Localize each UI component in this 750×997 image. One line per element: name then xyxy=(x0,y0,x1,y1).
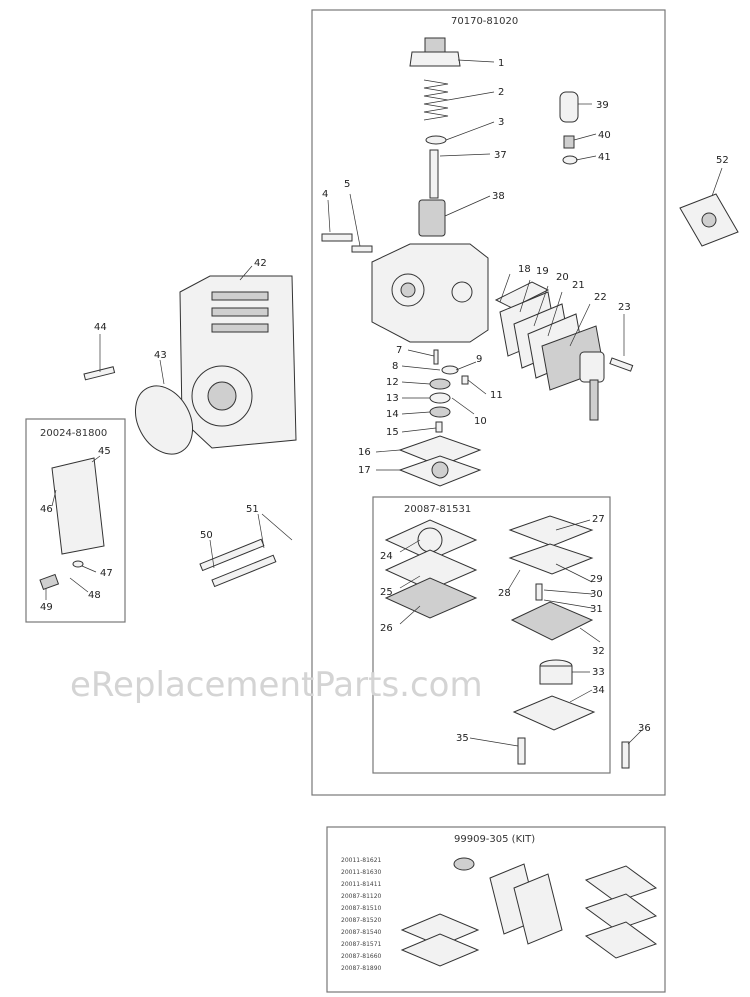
callout-26: 26 xyxy=(380,623,393,634)
kit-part-number: 20087-81510 xyxy=(341,905,382,912)
callout-46: 46 xyxy=(40,504,53,515)
air-filter-label: 20024-81800 xyxy=(40,428,107,439)
callout-25: 25 xyxy=(380,587,393,598)
callout-20: 20 xyxy=(556,272,569,283)
callout-50: 50 xyxy=(200,530,213,541)
main-assembly-frame xyxy=(311,9,666,796)
callout-45: 45 xyxy=(98,446,111,457)
callout-13: 13 xyxy=(386,393,399,404)
callout-40: 40 xyxy=(598,130,611,141)
callout-32: 32 xyxy=(592,646,605,657)
main-assembly-label: 70170-81020 xyxy=(451,16,518,27)
callout-38: 38 xyxy=(492,191,505,202)
callout-numbers: 1 2 3 37 38 4 5 18 19 20 21 22 23 7 8 9 … xyxy=(40,58,729,744)
callout-30: 30 xyxy=(590,589,603,600)
callout-39: 39 xyxy=(596,100,609,111)
callout-51: 51 xyxy=(246,504,259,515)
callout-34: 34 xyxy=(592,685,605,696)
repair-kit-part-list: 20011-81621 20011-81630 20011-81411 2008… xyxy=(341,857,382,972)
callout-11: 11 xyxy=(490,390,503,401)
callout-27: 27 xyxy=(592,514,605,525)
callout-18: 18 xyxy=(518,264,531,275)
kit-part-number: 20011-81630 xyxy=(341,869,382,876)
callout-29: 29 xyxy=(590,574,603,585)
callout-49: 49 xyxy=(40,602,53,613)
callout-31: 31 xyxy=(590,604,603,615)
kit-part-number: 20087-81890 xyxy=(341,965,382,972)
callout-22: 22 xyxy=(594,292,607,303)
callout-10: 10 xyxy=(474,416,487,427)
air-filter-frame xyxy=(25,418,126,623)
callout-41: 41 xyxy=(598,152,611,163)
callout-9: 9 xyxy=(476,354,482,365)
kit-part-number: 20087-81120 xyxy=(341,893,382,900)
callout-36: 36 xyxy=(638,723,651,734)
carburetor-parts-drawing xyxy=(39,37,739,967)
kit-part-number: 20087-81571 xyxy=(341,941,382,948)
kit-part-number: 20087-81660 xyxy=(341,953,382,960)
kit-part-number: 20011-81411 xyxy=(341,881,382,888)
callout-1: 1 xyxy=(498,58,504,69)
callout-14: 14 xyxy=(386,409,399,420)
callout-23: 23 xyxy=(618,302,631,313)
callout-17: 17 xyxy=(358,465,371,476)
callout-21: 21 xyxy=(572,280,585,291)
repair-kit-label: 99909-305 (KIT) xyxy=(454,834,535,845)
kit-part-number: 20087-81520 xyxy=(341,917,382,924)
callout-42: 42 xyxy=(254,258,267,269)
callout-35: 35 xyxy=(456,733,469,744)
callout-52: 52 xyxy=(716,155,729,166)
callout-15: 15 xyxy=(386,427,399,438)
callout-16: 16 xyxy=(358,447,371,458)
callout-44: 44 xyxy=(94,322,107,333)
leader-lines xyxy=(45,59,723,747)
callout-33: 33 xyxy=(592,667,605,678)
callout-5: 5 xyxy=(344,179,350,190)
callout-47: 47 xyxy=(100,568,113,579)
watermark: eReplacementParts.com xyxy=(70,665,483,705)
callout-48: 48 xyxy=(88,590,101,601)
callout-8: 8 xyxy=(392,361,398,372)
callout-12: 12 xyxy=(386,377,399,388)
repair-kit-frame xyxy=(326,826,666,993)
callout-28: 28 xyxy=(498,588,511,599)
diaphragm-kit-frame xyxy=(372,496,611,774)
kit-part-number: 20011-81621 xyxy=(341,857,382,864)
callout-37: 37 xyxy=(494,150,507,161)
diaphragm-kit-label: 20087-81531 xyxy=(404,504,471,515)
callout-19: 19 xyxy=(536,266,549,277)
callout-24: 24 xyxy=(380,551,393,562)
kit-part-number: 20087-81540 xyxy=(341,929,382,936)
callout-2: 2 xyxy=(498,87,504,98)
callout-4: 4 xyxy=(322,189,328,200)
callout-43: 43 xyxy=(154,350,167,361)
callout-3: 3 xyxy=(498,117,504,128)
callout-7: 7 xyxy=(396,345,402,356)
